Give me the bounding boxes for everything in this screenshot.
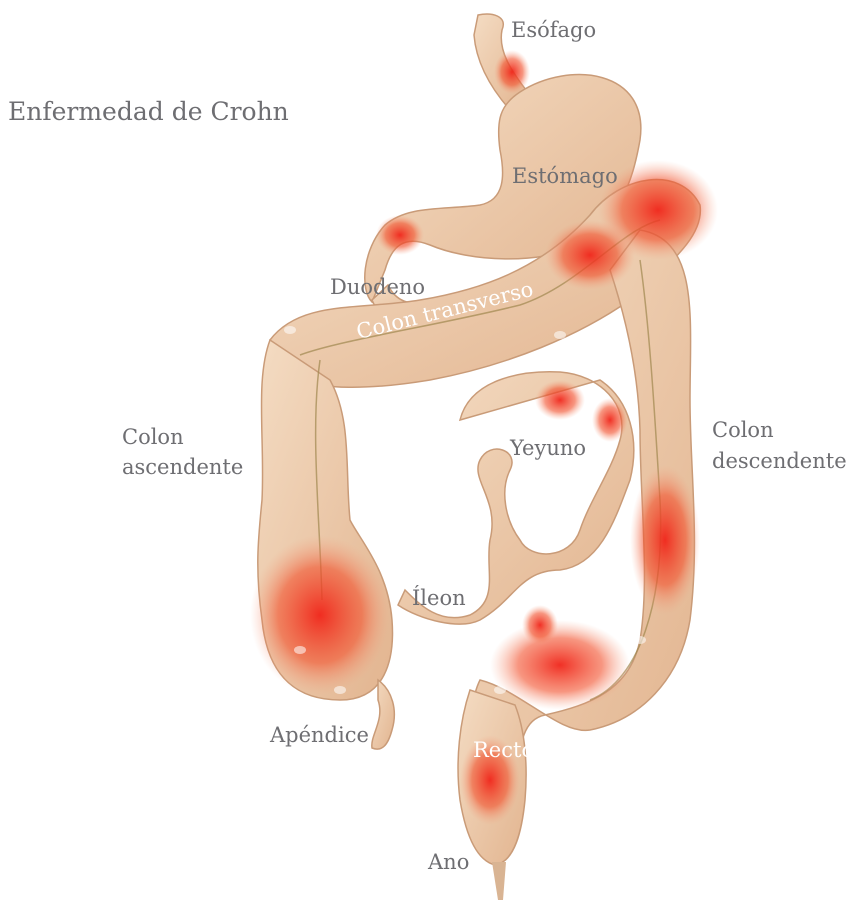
label-duodeno: Duodeno	[330, 275, 425, 300]
appendix-shape	[372, 680, 395, 749]
label-esofago: Esófago	[511, 18, 596, 43]
inflamed-transverse	[545, 220, 635, 290]
inflamed-small-2	[592, 398, 628, 442]
inflamed-descending	[630, 465, 700, 615]
label-colon-ascendente-2: ascendente	[122, 455, 243, 480]
label-yeyuno: Yeyuno	[510, 436, 586, 461]
inflamed-cecum	[250, 535, 390, 695]
label-colon-descendente-2: descendente	[712, 449, 847, 474]
label-recto: Recto	[473, 738, 534, 763]
label-colon-descendente-1: Colon	[712, 418, 774, 443]
label-ano: Ano	[428, 850, 469, 875]
label-estomago: Estómago	[512, 164, 618, 189]
anus-shape	[492, 862, 506, 900]
inflamed-upper-duodenum	[376, 215, 424, 255]
label-apendice: Apéndice	[270, 723, 369, 748]
diagram-title: Enfermedad de Crohn	[8, 97, 289, 126]
label-ileon: Íleon	[412, 586, 466, 611]
inflamed-small	[535, 380, 585, 420]
inflamed-sigmoid	[490, 620, 630, 710]
inflamed-ileon-link	[522, 605, 558, 645]
label-colon-ascendente-1: Colon	[122, 425, 184, 450]
inflamed-esophagus	[494, 50, 530, 94]
